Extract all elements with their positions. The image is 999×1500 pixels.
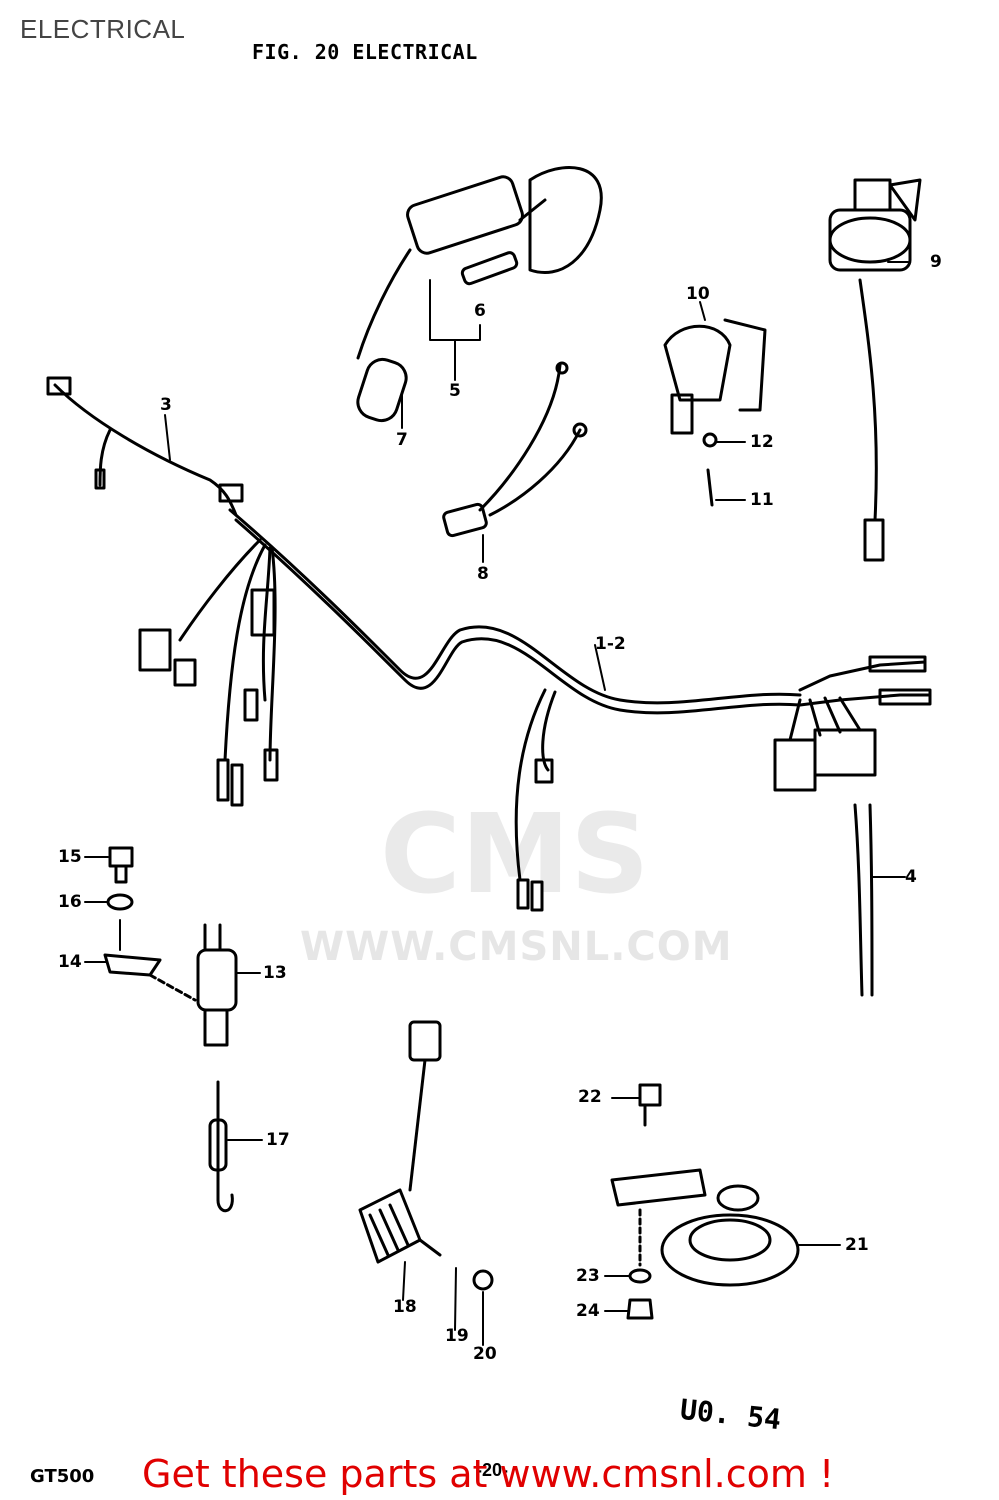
callout-17: 17 (266, 1130, 290, 1150)
callout-15: 15 (58, 847, 82, 867)
callout-22: 22 (578, 1087, 602, 1107)
wire-part-8 (442, 361, 588, 538)
callout-16: 16 (58, 892, 82, 912)
callout-7: 7 (396, 430, 408, 450)
regulator-part-18 (358, 1020, 494, 1291)
callout-4: 4 (905, 867, 917, 887)
horn-part-21 (610, 1083, 800, 1320)
callout-11: 11 (750, 490, 774, 510)
callout-20: 20 (473, 1344, 497, 1364)
callout-5: 5 (449, 381, 461, 401)
callout-8: 8 (477, 564, 489, 584)
watermark-url: WWW.CMSNL.COM (300, 924, 733, 970)
page-number: -20- (476, 1460, 509, 1480)
callout-18: 18 (393, 1297, 417, 1317)
switch-parts-13-16 (103, 846, 238, 1047)
ignition-switch-part-9 (828, 178, 922, 562)
harness-part-3 (46, 376, 244, 517)
callout-leaders (84, 261, 909, 1346)
callout-13: 13 (263, 963, 287, 983)
spring-part-17 (208, 1080, 234, 1213)
callout-23: 23 (576, 1266, 600, 1286)
callout-10: 10 (686, 284, 710, 304)
callout-6: 6 (474, 301, 486, 321)
callout-21: 21 (845, 1235, 869, 1255)
lock-part-10 (663, 318, 767, 507)
callout-1-2: 1-2 (595, 634, 626, 654)
callout-9: 9 (930, 252, 942, 272)
figure-title: FIG. 20 ELECTRICAL (252, 40, 478, 64)
fuse-box-part-5 (356, 166, 603, 423)
page-label: ELECTRICAL (20, 14, 186, 44)
callout-12: 12 (750, 432, 774, 452)
model-label: GT500 (30, 1466, 95, 1487)
strap-part-4 (853, 803, 874, 997)
callout-19: 19 (445, 1326, 469, 1346)
callout-24: 24 (576, 1301, 600, 1321)
get-parts-link[interactable]: Get these parts at www.cmsnl.com ! (142, 1452, 835, 1496)
watermark-logo: CMS (380, 790, 650, 918)
callout-3: 3 (160, 395, 172, 415)
callout-14: 14 (58, 952, 82, 972)
wiring-harness-part-1-2 (138, 508, 932, 912)
